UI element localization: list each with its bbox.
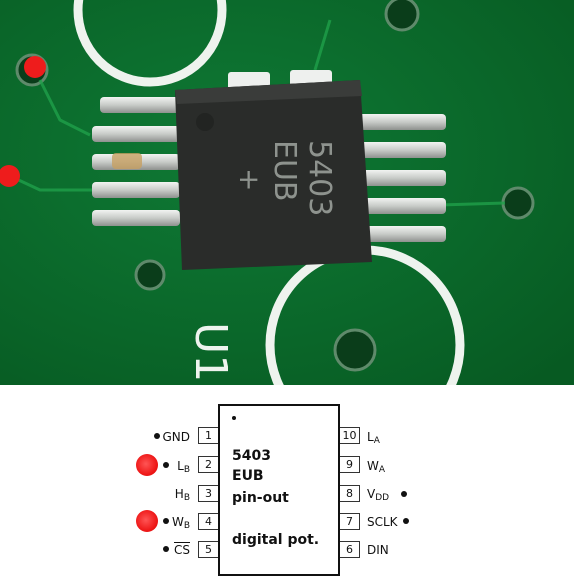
pin-label-wb: WB bbox=[171, 515, 190, 531]
pin-label-din: DIN bbox=[367, 543, 389, 557]
ic-text-line1: 5403 bbox=[232, 448, 271, 464]
pin-label-vdd: VDD bbox=[367, 487, 390, 503]
red-mark-pin-2 bbox=[136, 454, 158, 476]
pin1-indicator-dot bbox=[232, 416, 236, 420]
pin-number-4: 4 bbox=[198, 513, 218, 530]
pcb-photo: 5403 EUB + U1 bbox=[0, 0, 574, 385]
silkscreen-label: U1 bbox=[185, 322, 236, 382]
pin-number-1: 1 bbox=[198, 427, 218, 444]
chip-marking-plus: + bbox=[233, 168, 266, 191]
chip-pins-left bbox=[92, 97, 180, 226]
pin-number-6: 6 bbox=[340, 541, 360, 558]
pin-number-9: 9 bbox=[340, 456, 360, 473]
pin-number-5: 5 bbox=[198, 541, 218, 558]
pin-label-sclk: SCLK bbox=[367, 515, 398, 529]
chip-marking-line1: 5403 bbox=[302, 140, 337, 216]
ic-text-line2: EUB bbox=[232, 468, 264, 484]
red-mark-photo-2 bbox=[0, 165, 20, 187]
ic-body: 5403 EUB pin-out digital pot. bbox=[218, 404, 340, 576]
ic-text-line3: pin-out bbox=[232, 490, 289, 506]
pin-number-3: 3 bbox=[198, 485, 218, 502]
pin-label-lb: LB bbox=[177, 459, 190, 475]
chip-pins-right bbox=[356, 114, 446, 242]
bullet-pin-5 bbox=[163, 546, 169, 552]
chip-package: 5403 EUB + bbox=[175, 80, 372, 270]
pin-number-10: 10 bbox=[340, 427, 360, 444]
pin-number-2: 2 bbox=[198, 456, 218, 473]
red-mark-pin-4 bbox=[136, 510, 158, 532]
pin-label-la: LA bbox=[367, 430, 380, 446]
chip-marking-line2: EUB bbox=[267, 140, 302, 202]
ic-text-line5: digital pot. bbox=[232, 532, 320, 548]
bullet-pin-2 bbox=[163, 462, 169, 468]
pin-number-7: 7 bbox=[340, 513, 360, 530]
pin-number-8: 8 bbox=[340, 485, 360, 502]
red-mark-photo-1 bbox=[24, 56, 46, 78]
bullet-pin-8 bbox=[401, 491, 407, 497]
bullet-pin-7 bbox=[403, 518, 409, 524]
bullet-pin-4 bbox=[163, 518, 169, 524]
bullet-pin-1 bbox=[154, 433, 160, 439]
pin-label-gnd: GND bbox=[162, 430, 190, 444]
pin-label-cs: CS bbox=[174, 543, 190, 557]
pin-label-hb: HB bbox=[174, 487, 190, 503]
pin-label-wa: WA bbox=[367, 459, 386, 475]
